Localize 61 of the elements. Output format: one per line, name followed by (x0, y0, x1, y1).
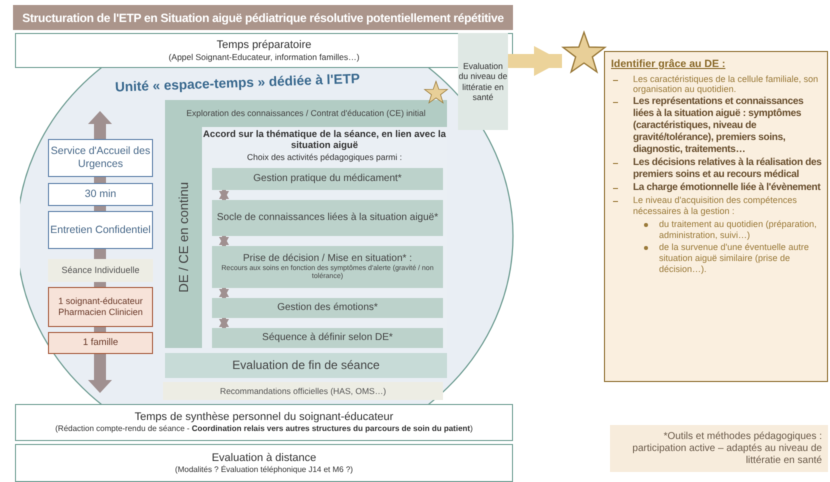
box-label: 1 soignant-éducateur Pharmacien Clinicien (57, 296, 144, 318)
box-label: Séance Individuelle (61, 265, 140, 276)
box-label: Exploration des connaissances / Contrat d'éducation (CE) initial (186, 108, 426, 119)
box-label: Entretien Confidentiel (50, 224, 151, 236)
phase-title: Temps préparatoire (216, 38, 312, 52)
box-label: Gestion pratique du médicament* (253, 173, 402, 185)
objectives-panel (604, 51, 828, 382)
panel-note: Choix des activités pédagogiques parmi : (247, 152, 402, 162)
box-label: 1 famille (82, 337, 118, 349)
list-item: Le niveau d'acquisition des compétences nécessaires à la gestion : (633, 195, 798, 217)
double-arrow (219, 288, 229, 298)
evaluation-box (458, 33, 508, 130)
box-label: Recommandations officielles (HAS, OMS…) (220, 386, 386, 396)
side-band (165, 127, 202, 348)
step-box (165, 353, 447, 378)
phase-box (15, 444, 513, 482)
footnote-box (610, 425, 828, 472)
star-icon (424, 80, 448, 104)
double-arrow (219, 318, 229, 328)
info-box (48, 259, 153, 282)
participant-box (48, 287, 153, 327)
list-item: du traitement au quotidien (préparation, administration, suivi…) (659, 218, 818, 240)
box-label: Evaluation de fin de séance (232, 358, 380, 373)
activity-box (212, 298, 443, 318)
list-item: Les décisions relatives à la réalisation des premiers soins et au recours médical (633, 157, 823, 182)
star-icon (562, 30, 606, 74)
step-box (165, 100, 447, 127)
list-item: de la survenue d'une éventuelle autre situation aiguë similaire (prise de décision…). (659, 242, 810, 275)
activity-box (212, 246, 443, 288)
activity-box (212, 200, 443, 236)
double-arrow (219, 236, 229, 246)
participant-box (48, 332, 153, 354)
panel-heading: Accord sur la thématique de la séance, en lien avec la situation aiguë (202, 129, 447, 152)
box-label: Evaluation du niveau de littératie en santé (458, 61, 508, 102)
activity-box (212, 328, 443, 348)
phase-title: Evaluation à distance (212, 452, 316, 465)
info-box (48, 211, 153, 249)
activity-box (212, 168, 443, 190)
footnote: *Outils et méthodes pédagogiques : participation active – adaptés au niveau de littératie en santé (631, 430, 822, 466)
zone-title: Unité « espace-temps » dédiée à l'ETP (114, 71, 360, 96)
list-item: Les caractéristiques de la cellule familiale, son organisation au quotidien. (633, 74, 820, 96)
double-arrow (219, 190, 229, 200)
info-box (48, 183, 153, 206)
phase-note: (Modalités ? Évaluation téléphonique J14 et M6 ?) (175, 464, 353, 474)
title-banner: Structuration de l'ETP en Situation aiguë pédiatrique résolutive potentiellement répétitive (13, 5, 513, 30)
phase-title: Temps de synthèse personnel du soignant-éducateur (134, 411, 394, 424)
box-label: Gestion des émotions* (277, 302, 378, 314)
box-label: 30 min (84, 188, 116, 201)
info-box (48, 139, 153, 177)
box-label: Séquence à définir selon DE* (262, 332, 393, 344)
box-label: Prise de décision / Mise en situation* : (243, 252, 412, 264)
list-item: La charge émotionnelle liée à l'évènement (633, 182, 822, 194)
activity-panel (202, 127, 447, 348)
phase-note: (Appel Soignant-Educateur, information familles…) (168, 52, 360, 62)
panel-heading: Identifier grâce au DE : (611, 58, 726, 71)
list-item: Les représentations et connaissances liées à la situation aiguë : symptômes (caractéristiques, niveau de gravité/tolérance), premiers soins, diagnostic, traitements… (633, 96, 804, 156)
box-label: Socle de connaissances liées à la situation aiguë* (216, 212, 438, 224)
vertical-label: DE / CE en continu (176, 182, 192, 293)
note-box (163, 382, 443, 400)
phase-note: (Rédaction compte-rendu de séance - Coordination relais vers autres structures du parcours de soin du patient) (55, 424, 473, 434)
box-label: Service d'Accueil des Urgences (50, 145, 152, 171)
